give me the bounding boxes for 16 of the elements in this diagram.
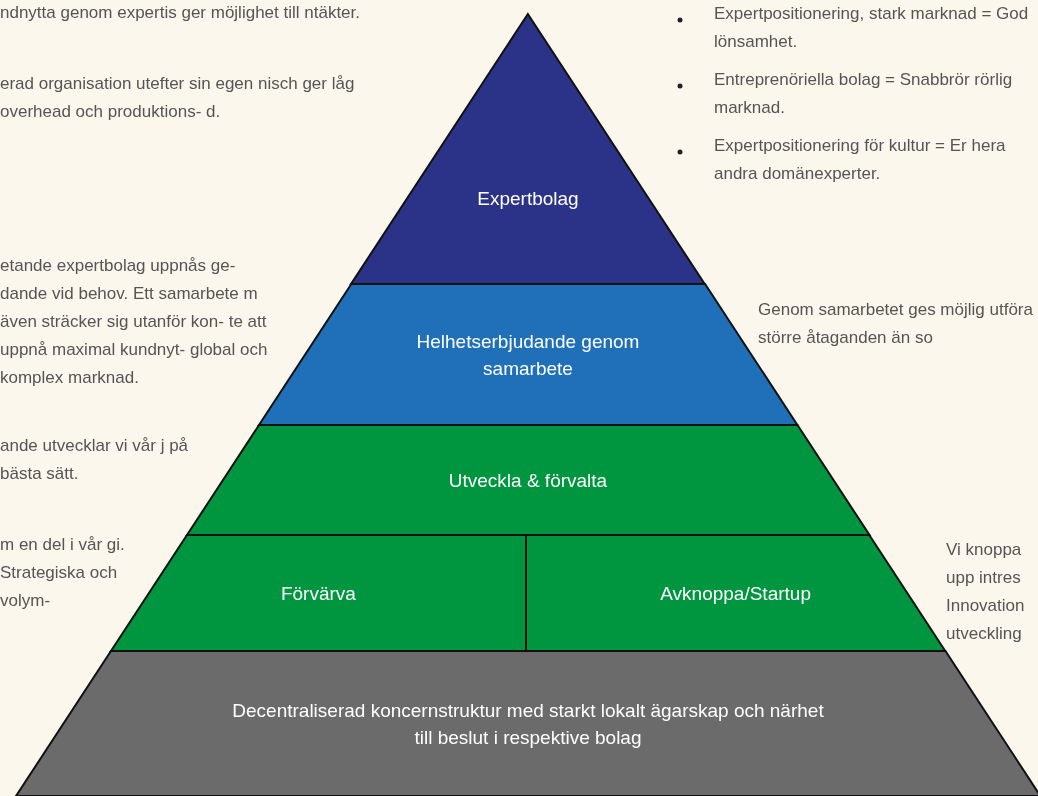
tier-label: Avknoppa/Startup [659,581,812,606]
description-text: ndnytta genom expertis ger möjlighet till ntäkter. [0,2,362,24]
description-text: etande expertbolag uppnås ge- dande vid behov. Ett samarbete m även sträcker sig utanför kon- te att uppnå maximal kundnyt- global och komplex marknad. [0,255,269,389]
description-text: Vi knoppa upp intres Innovation utveckling [946,539,1026,645]
bullet-text: Expertpositionering, stark marknad = God lönsamhet. [714,3,1030,53]
bullet-text: Expertpositionering för kultur = Er hera andra domänexperter. [714,135,1007,185]
tier-label: Helhetserbjudande genom samarbete [415,329,641,381]
description-text: ande utvecklar vi vår j på bästa sätt. [0,435,190,485]
tier-label: Expertbolag [476,186,580,211]
tier-label: Förvärva [279,581,357,606]
description-text: Genom samarbetet ges möjlig utföra större åtaganden än so [758,299,1034,349]
description-text: erad organisation utefter sin egen nisch ger låg overhead och produktions- d. [0,73,356,123]
tier-label: Decentraliserad koncernstruktur med starkt lokalt ägarskap och närhet till beslut i respektive bolag [231,698,825,750]
tier-label: Utveckla & förvalta [447,468,609,493]
description-text: m en del i vår gi. Strategiska och volym- [0,534,126,612]
bullet-text: Entreprenöriella bolag = Snabbrör rörlig marknad. [714,69,1014,119]
